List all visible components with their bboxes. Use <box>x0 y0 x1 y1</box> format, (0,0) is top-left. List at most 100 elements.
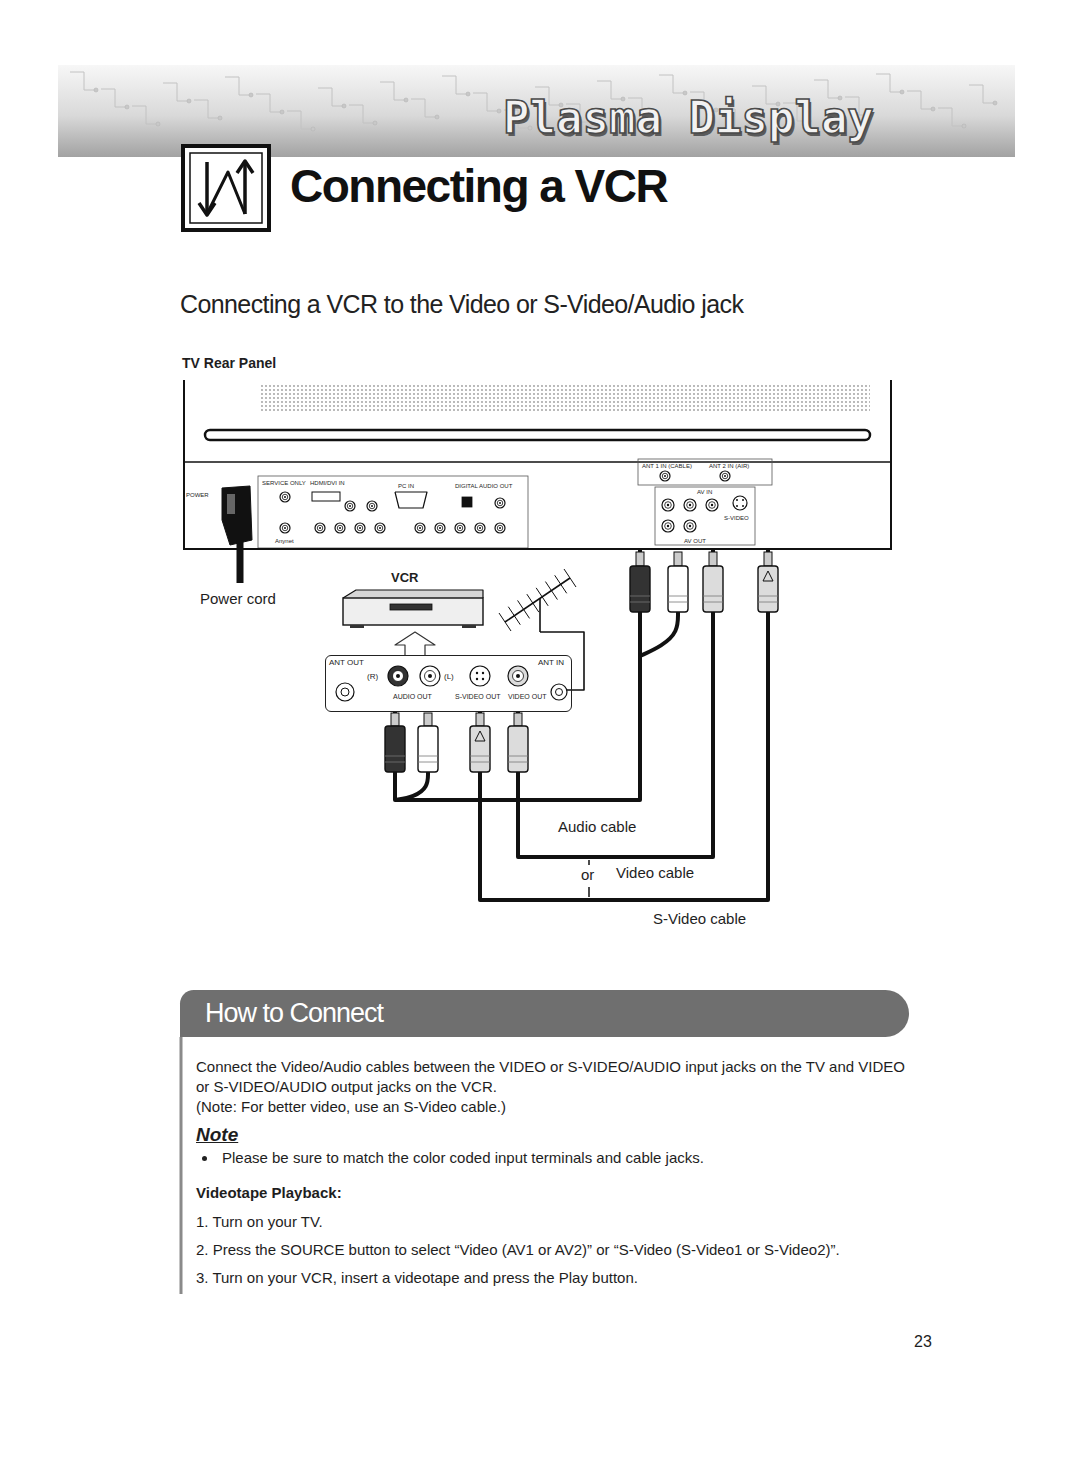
antenna-element <box>508 607 520 625</box>
speaker-grille <box>260 383 870 413</box>
circuit-trace <box>442 76 468 94</box>
title-icon <box>183 146 269 230</box>
cable-plug <box>508 726 528 772</box>
plug-grip <box>703 596 723 597</box>
circuit-trace <box>287 111 313 129</box>
section-heading-holder: How to Connect <box>180 990 909 1037</box>
jack <box>706 499 718 511</box>
jack-ring <box>377 525 383 531</box>
jack <box>280 492 290 502</box>
jack-label-holder: S-VIDEO <box>724 515 749 521</box>
panel-slot <box>205 430 870 440</box>
plug-tip <box>391 713 399 726</box>
jack-ring <box>337 525 343 531</box>
circuit-pad <box>373 121 377 125</box>
cable-plug <box>470 726 490 772</box>
jack-label: S-VIDEO OUT <box>455 693 501 700</box>
plug-tip <box>514 713 522 726</box>
jack <box>455 523 465 533</box>
jack-label-holder: SERVICE ONLY <box>262 480 306 486</box>
av-jack-group <box>655 487 755 545</box>
plug-grip <box>418 762 438 763</box>
jack <box>355 523 365 533</box>
jack-label-holder: AV IN <box>697 489 712 495</box>
jack-pin <box>667 525 669 527</box>
jack-pin <box>689 525 691 527</box>
antenna-element <box>527 594 539 612</box>
jack-label: S-VIDEO <box>724 515 749 521</box>
jack-label: AV IN <box>697 489 712 495</box>
or-tick <box>588 887 590 897</box>
jack-label: SERVICE ONLY <box>262 480 306 486</box>
circuit-trace <box>907 91 933 109</box>
s-video-pin <box>482 678 484 680</box>
step-text: 3. Turn on your VCR, insert a videotape … <box>196 1268 916 1288</box>
coax-jack <box>551 684 567 700</box>
s-video-mark <box>763 571 773 581</box>
cable-plug <box>630 566 650 612</box>
jack-ring <box>497 500 503 506</box>
plug-grip <box>508 756 528 757</box>
jack <box>420 666 440 686</box>
plug-grip <box>630 596 650 597</box>
jack-label-holder: AUDIO OUT <box>393 693 432 700</box>
section-rule <box>180 1037 183 1294</box>
jack-label: ANT 1 IN (CABLE) <box>642 463 692 469</box>
s-video-jack <box>470 666 490 686</box>
jack-ring <box>687 523 694 530</box>
circuit-pad <box>218 116 222 120</box>
s-video-pin <box>742 499 744 501</box>
step-text-holder: 2. Press the SOURCE button to select “Vi… <box>196 1240 916 1260</box>
plug-grip <box>470 762 490 763</box>
power-plug-detail <box>227 494 235 514</box>
jack-label-holder: ANT 2 IN (AIR) <box>709 463 749 469</box>
jack-label: ANT 2 IN (AIR) <box>709 463 749 469</box>
plug-tip <box>674 552 682 566</box>
jack <box>315 523 325 533</box>
jack-ring <box>457 525 463 531</box>
coax-jack-core <box>341 688 349 696</box>
jack-label: (R) <box>367 672 378 681</box>
circuit-trace <box>318 88 344 106</box>
cable <box>518 550 713 857</box>
jack <box>495 498 505 508</box>
subtitle: Connecting a VCR to the Video or S-Video… <box>180 290 743 319</box>
jack-label: PC IN <box>398 483 414 489</box>
jack-label-holder: VIDEO OUT <box>508 693 547 700</box>
jack-label: DIGITAL AUDIO OUT <box>455 483 512 489</box>
jack-ring <box>497 525 503 531</box>
jack <box>367 501 377 511</box>
jack <box>435 523 445 533</box>
jack-ring <box>687 502 694 509</box>
note-text: Please be sure to match the color coded … <box>222 1148 916 1168</box>
panel-heading-holder: TV Rear Panel <box>182 355 276 371</box>
jack-label-holder: Anynet <box>275 538 294 544</box>
jack-label-holder: ANT 1 IN (CABLE) <box>642 463 692 469</box>
jack-ring <box>317 525 323 531</box>
jack <box>508 666 528 686</box>
jack-pin <box>724 475 726 477</box>
jack-pin <box>439 527 441 529</box>
jack-ring <box>357 525 363 531</box>
circuit-pad <box>962 124 966 128</box>
title-icon-inner <box>190 153 262 223</box>
jack-label-holder: ANT OUT <box>329 658 364 667</box>
jack-ring <box>665 523 672 530</box>
antenna-element <box>536 588 548 606</box>
section-band: How to Connect <box>180 990 909 1037</box>
circuit-pad <box>280 110 284 114</box>
jack-pin <box>319 527 321 529</box>
jack-label-holder: POWER <box>186 492 209 498</box>
body-text: Connect the Video/Audio cables between t… <box>196 1057 916 1097</box>
vcr-back-panel: ANT OUT(R)(L)AUDIO OUTS-VIDEO OUTVIDEO O… <box>325 655 572 712</box>
jack-pin <box>379 527 381 529</box>
plug-grip <box>385 762 405 763</box>
jack-label: HDMI/DVI IN <box>310 480 345 486</box>
page-number: 23 <box>914 1333 932 1351</box>
jack-label: AUDIO OUT <box>393 693 432 700</box>
jack <box>662 520 674 532</box>
s-video-pin <box>482 672 484 674</box>
cable-label-holder: Video cable <box>614 864 696 881</box>
vcr-slot <box>390 604 432 610</box>
